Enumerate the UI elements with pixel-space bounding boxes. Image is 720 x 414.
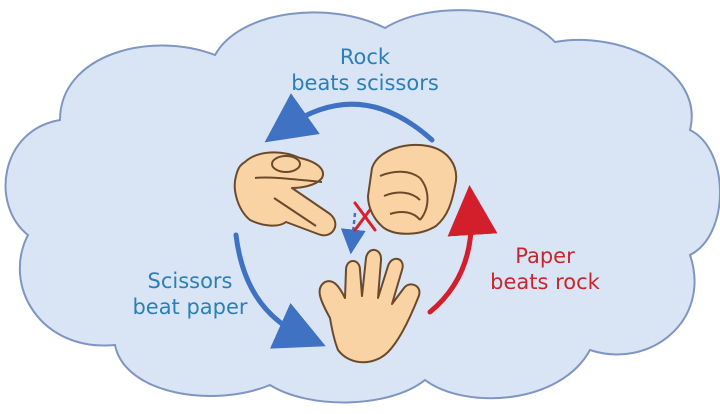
scissors-label-line2: beat paper (132, 295, 248, 319)
rock-beats-scissors-arrow (264, 93, 435, 143)
paper-label-line1: Paper (515, 244, 575, 268)
cloud-background (4, 9, 720, 404)
scissors-beat-paper-arrow (233, 232, 326, 349)
rock-label-line2: beats scissors (291, 71, 439, 95)
scissors-hand-icon (233, 151, 337, 237)
paper-hand-icon (318, 249, 421, 364)
small-dashed-arrow (340, 212, 366, 255)
paper-label-line2: beats rock (490, 270, 600, 294)
scissors-label: Scissors beat paper (95, 268, 285, 320)
paper-label: Paper beats rock (465, 243, 625, 295)
paper-beats-rock-arrow (427, 185, 498, 315)
rock-label-line1: Rock (339, 45, 391, 69)
rock-fist-icon (367, 144, 458, 235)
scissors-label-line1: Scissors (147, 269, 233, 293)
rock-label: Rock beats scissors (265, 44, 465, 96)
